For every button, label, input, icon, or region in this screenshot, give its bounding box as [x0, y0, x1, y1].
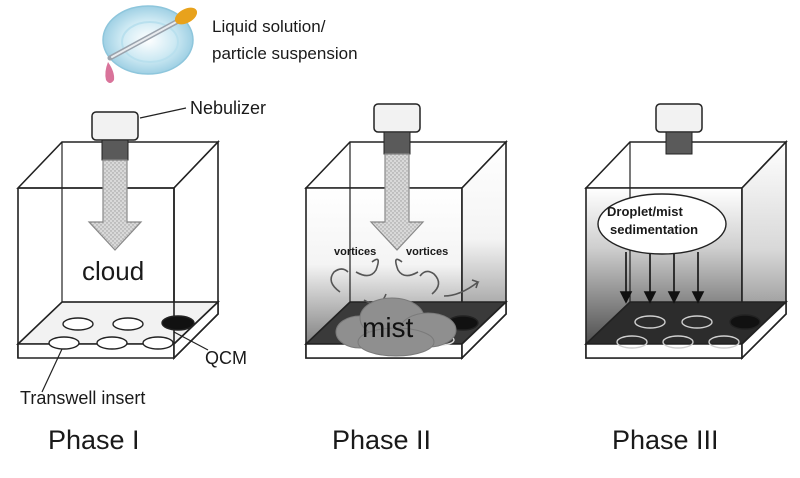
- phase-1-wells: [48, 315, 195, 350]
- transwell-insert-label: Transwell insert: [20, 388, 146, 408]
- mist-label: mist: [362, 312, 414, 343]
- mist-cloud: [335, 297, 457, 357]
- vortices-right-label: vortices: [406, 246, 449, 258]
- phase-3-wells: [616, 314, 761, 349]
- sedimentation-label: sedimentation: [610, 222, 699, 237]
- phase-2-vortex-arrows: [330, 258, 480, 305]
- phase-1-nebulizer: [87, 111, 143, 251]
- phase-2-label: Phase II: [332, 425, 432, 455]
- sedimentation-ellipse: [597, 193, 727, 255]
- phase-1-label: Phase I: [48, 425, 140, 455]
- sedimentation-arrows: [619, 252, 705, 304]
- vortices-left-label: vortices: [334, 246, 377, 258]
- phase-3-label: Phase III: [612, 425, 719, 455]
- qcm-label: QCM: [205, 348, 247, 368]
- particle-suspension-label: particle suspension: [212, 44, 358, 63]
- cloud-label: cloud: [82, 256, 145, 286]
- dropper-icon: [102, 5, 198, 83]
- phase-3-nebulizer: [655, 103, 703, 155]
- droplet-mist-label: Droplet/mist: [607, 204, 683, 219]
- liquid-solution-label: Liquid solution/: [212, 17, 326, 36]
- nebulizer-label: Nebulizer: [190, 98, 267, 118]
- phase-2-nebulizer: [369, 103, 425, 251]
